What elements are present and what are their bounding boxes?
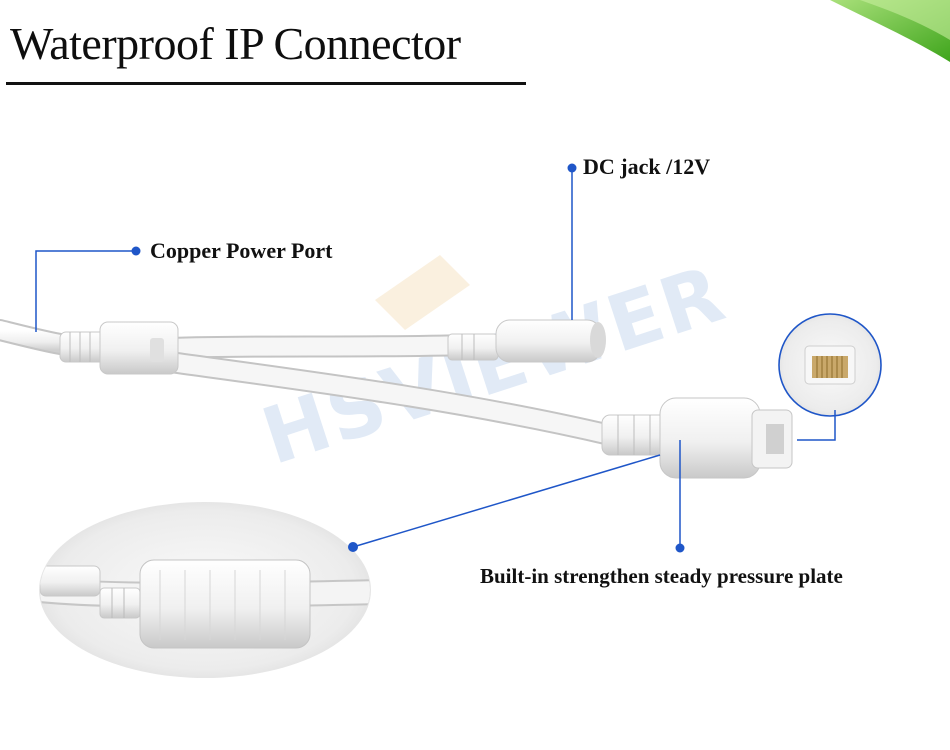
zoom-leader [797,410,836,441]
title-underline [6,82,526,85]
page-title: Waterproof IP Connector [10,18,461,69]
copper-port-leader [35,250,136,332]
rj45-port-zoom-inset [778,313,882,417]
dc-jack-dot [567,163,577,173]
rj45-connector [601,397,793,479]
pressure-plate-detail-inset [39,502,371,678]
callout-lines [35,163,836,553]
corner-leaf-decoration [830,0,950,62]
label-dc-jack: DC jack /12V [583,154,711,179]
cables [0,319,613,446]
label-copper-power-port: Copper Power Port [150,238,333,263]
label-pressure-plate: Built-in strengthen steady pressure plat… [480,564,843,588]
inset-leader [352,454,661,548]
power-splitter-connector [59,321,179,375]
pressure-plate-dot [675,543,685,553]
copper-port-dot [131,246,141,256]
dc-jack-connector [447,319,606,363]
inset-leader-dot [348,542,358,552]
watermark-logo-shape [375,255,470,330]
